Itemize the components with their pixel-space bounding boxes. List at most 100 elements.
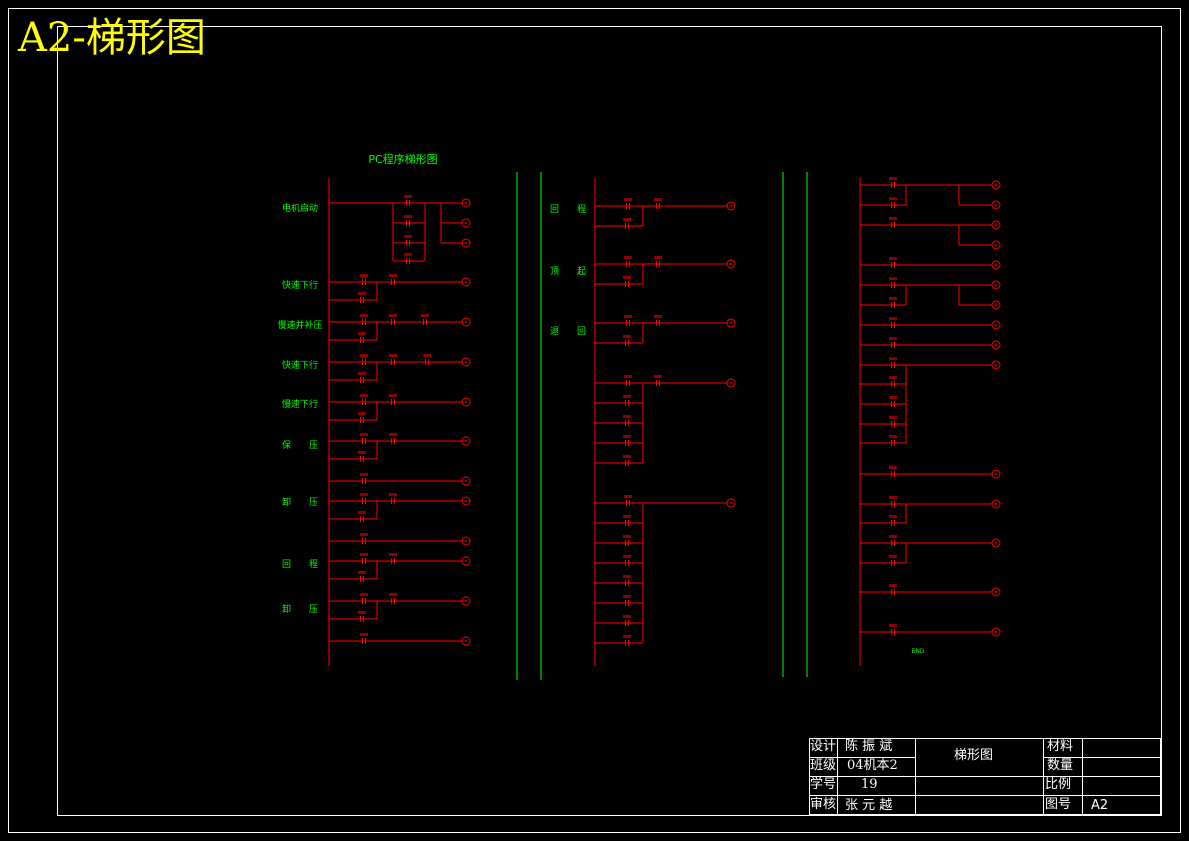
contact-tag [360,274,368,277]
contact-tag [889,535,897,538]
output-coil [461,357,471,367]
output-coil [461,238,471,248]
contact-tag [889,217,897,220]
output-coil [991,360,1001,370]
contact-tag [889,515,897,518]
contact-tag [623,415,631,418]
contact-tag [889,496,897,499]
right-ladder-section [859,177,1001,666]
student-no-value: 19 [861,777,878,792]
sheet-title: A2-梯形图 [18,15,206,61]
title-block: 设计 陈 振 斌 班级 04机本2 学号 19 审核 张 元 越 梯形图 材料 … [809,738,1161,815]
output-coil [461,218,471,228]
class-label: 班级 [810,758,837,773]
contact-tag [654,315,662,318]
contact-tag [623,276,631,279]
contact-tag [654,198,662,201]
output-coil [461,556,471,566]
output-coil [991,280,1001,290]
contact-tag [889,584,897,587]
rung-label: 顶 起 [550,266,586,277]
review-value: 张 元 越 [845,798,893,813]
output-coil [461,596,471,606]
contact-tag [623,515,631,518]
contact-tag [623,595,631,598]
contact-tag [421,314,429,317]
contact-tag [389,593,397,596]
output-coil [991,300,1001,310]
material-label: 材料 [1047,739,1074,754]
contact-tag [623,635,631,638]
contact-tag [358,412,366,415]
output-coil [991,587,1001,597]
rung-label: 电机启动 [282,202,318,214]
output-coil [461,317,471,327]
contact-tag [623,435,631,438]
contact-tag [389,354,397,357]
contact-tag [360,394,368,397]
rung-label: 回 程 [550,204,586,215]
output-coil [991,220,1001,230]
output-coil [991,320,1001,330]
contact-tag [389,493,397,496]
contact-tag [889,317,897,320]
contact-tag [360,493,368,496]
contact-tag [623,218,631,221]
output-coil [991,180,1001,190]
rung-label: 卸 压 [282,496,318,508]
drawing-no-label: 图号 [1045,797,1072,812]
output-coil [991,240,1001,250]
contact-tag [623,335,631,338]
contact-tag [889,624,897,627]
contact-tag [358,571,366,574]
drawing-border-outer [8,8,1181,833]
output-coil [461,476,471,486]
rung-label: 退 回 [550,326,586,337]
contact-tag [889,197,897,200]
contact-tag [360,314,368,317]
contact-tag [360,473,368,476]
contact-tag [889,396,897,399]
contact-tag [389,314,397,317]
contact-tag [389,274,397,277]
contact-tag [889,466,897,469]
output-coil [991,627,1001,637]
contact-tag [889,555,897,558]
output-coil [991,260,1001,270]
output-coil [726,201,736,211]
contact-tag [654,256,662,259]
contact-tag [360,593,368,596]
review-label: 审核 [810,797,837,812]
output-coil [461,277,471,287]
contact-tag [404,253,412,256]
contact-tag [624,198,632,201]
output-coil [726,259,736,269]
output-coil [461,436,471,446]
drawing-name: 梯形图 [954,748,994,763]
contact-tag [404,195,412,198]
contact-tag [889,297,897,300]
contact-tag [623,535,631,538]
contact-tag [423,354,431,357]
class-value: 04机本2 [847,758,898,773]
section-separators [516,172,808,680]
contact-tag [623,575,631,578]
contact-tag [358,292,366,295]
student-no-label: 学号 [810,777,837,792]
contact-tag [389,394,397,397]
contact-tag [623,555,631,558]
contact-tag [889,177,897,180]
contact-tag [360,633,368,636]
contact-tag [623,615,631,618]
output-coil [991,200,1001,210]
contact-tag [360,354,368,357]
output-coil [461,198,471,208]
scale-label: 比例 [1045,777,1072,792]
contact-tag [404,235,412,238]
contact-tag [358,372,366,375]
contact-tag [624,495,632,498]
contact-tag [360,433,368,436]
rung-label: 慢速下行 [282,398,318,410]
contact-tag [889,376,897,379]
